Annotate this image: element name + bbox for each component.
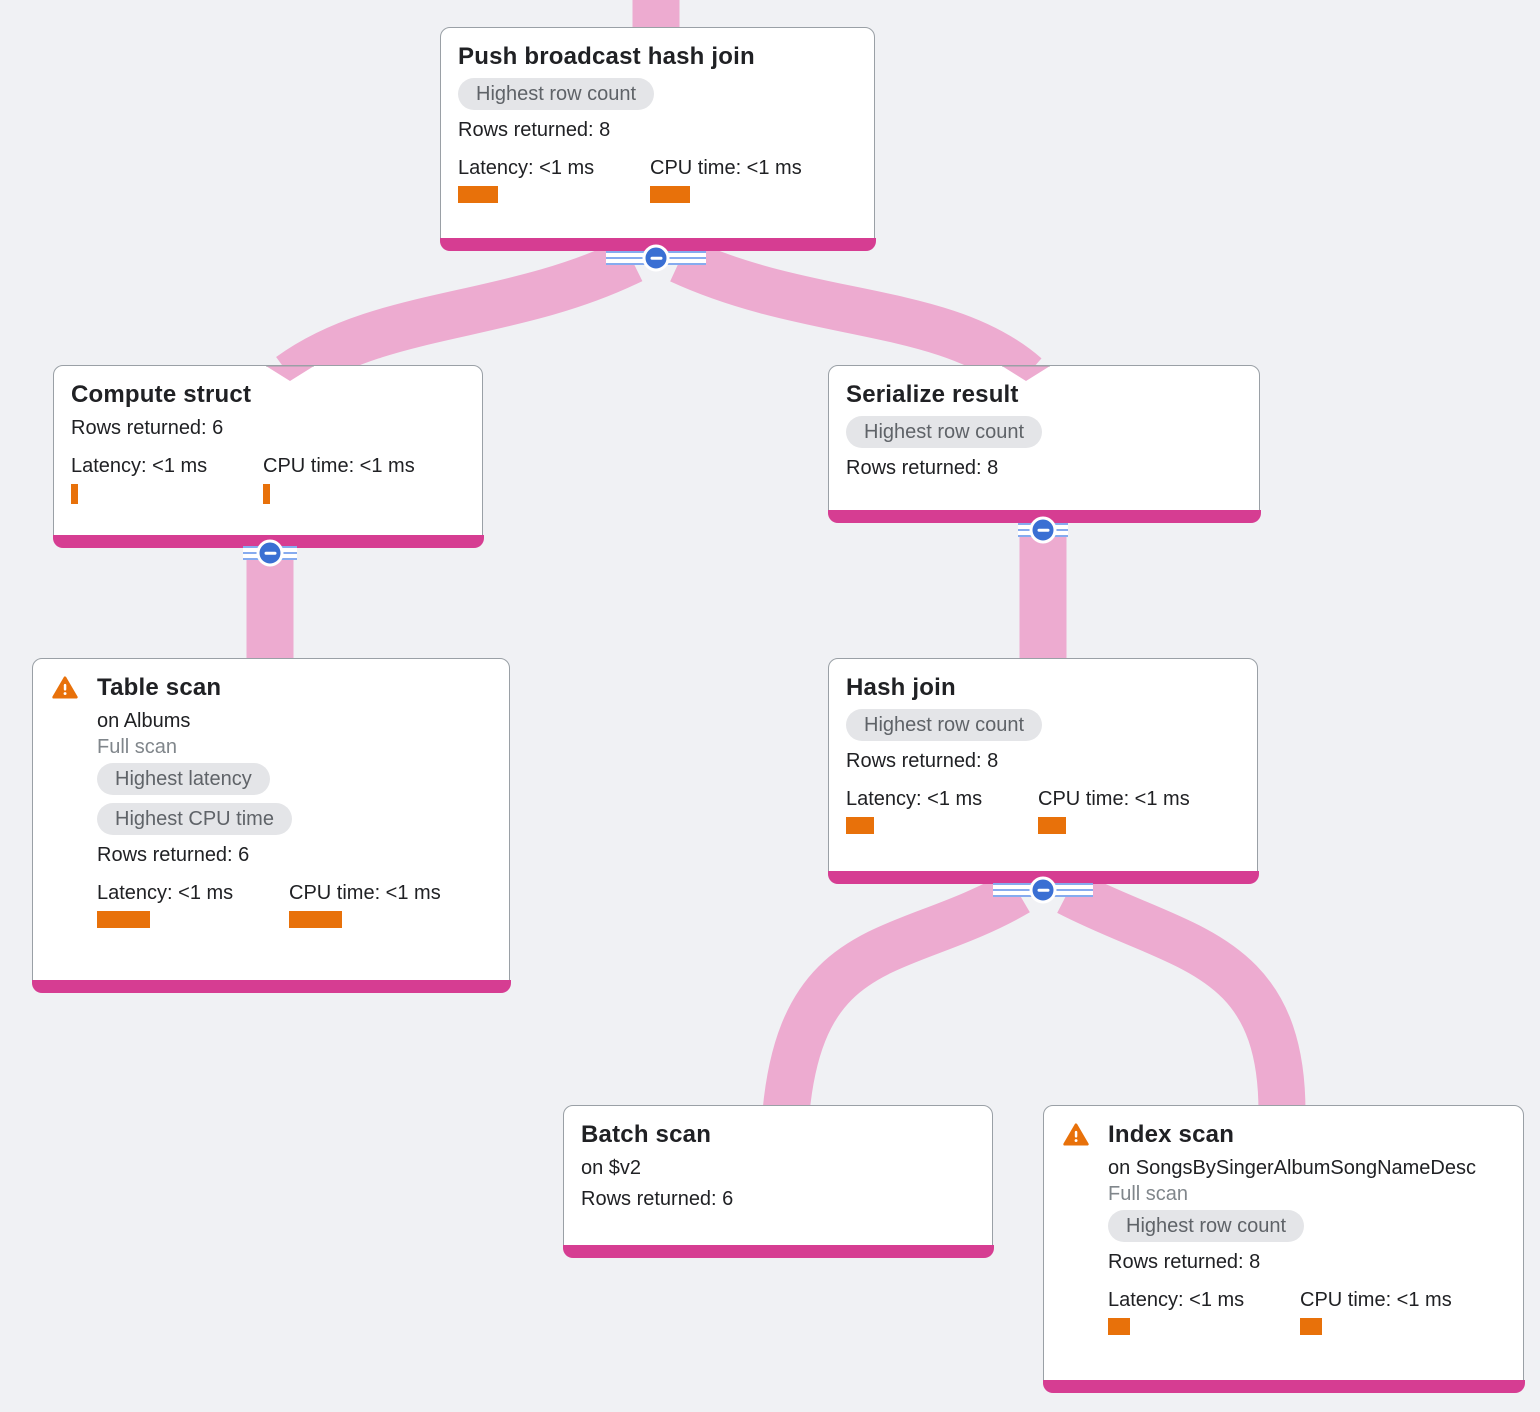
link-hashjoin-to-batchscan — [762, 871, 1030, 1115]
collapse-button-compute-struct[interactable] — [243, 539, 297, 567]
node-title: Table scan — [97, 674, 222, 701]
rows-returned: Rows returned: 8 — [458, 119, 611, 141]
node-index-scan[interactable]: Index scan on SongsBySingerAlbumSongName… — [1042, 1105, 1525, 1393]
node-push-broadcast-hash-join[interactable]: Push broadcast hash join Highest row cou… — [439, 27, 876, 251]
latency-bar — [458, 186, 498, 203]
node-footer-bar — [562, 1244, 994, 1258]
node-footer-bar — [827, 509, 1261, 523]
badge-highest-latency: Highest latency — [97, 763, 270, 795]
warning-icon — [1062, 1122, 1090, 1148]
latency-bar — [1108, 1318, 1130, 1335]
node-target: on Albums — [97, 710, 191, 732]
badge-highest-cpu-time: Highest CPU time — [97, 803, 292, 835]
node-title: Serialize result — [846, 381, 1019, 408]
node-compute-struct[interactable]: Compute struct Rows returned: 6 Latency:… — [52, 365, 484, 548]
collapse-button-push-broadcast-hash-join[interactable] — [606, 244, 706, 272]
node-target: on $v2 — [581, 1157, 642, 1179]
collapse-minus-icon — [1029, 876, 1057, 904]
latency-bar — [71, 484, 78, 504]
node-title: Hash join — [846, 674, 956, 701]
badge-highest-row-count: Highest row count — [458, 78, 655, 110]
rows-returned: Rows returned: 6 — [71, 417, 224, 439]
latency-label: Latency: <1 ms — [458, 157, 595, 179]
latency-label: Latency: <1 ms — [846, 788, 983, 810]
node-footer-bar — [31, 979, 511, 993]
latency-label: Latency: <1 ms — [1108, 1289, 1245, 1311]
cpu-time-bar — [289, 911, 342, 928]
cpu-time-bar — [1300, 1318, 1322, 1335]
node-title: Index scan — [1108, 1121, 1235, 1148]
latency-bar — [846, 817, 874, 834]
link-pushjoin-to-computestruct — [276, 238, 643, 396]
latency-label: Latency: <1 ms — [71, 455, 208, 477]
cpu-time-label: CPU time: <1 ms — [1300, 1289, 1452, 1311]
node-hash-join[interactable]: Hash join Highest row count Rows returne… — [827, 658, 1259, 884]
latency-bar — [97, 911, 150, 928]
cpu-time-bar — [650, 186, 690, 203]
node-batch-scan[interactable]: Batch scan on $v2 Rows returned: 6 — [562, 1105, 994, 1258]
rows-returned: Rows returned: 8 — [846, 750, 999, 772]
node-table-scan[interactable]: Table scan on Albums Full scan Highest l… — [31, 658, 511, 993]
collapse-button-serialize-result[interactable] — [1018, 516, 1068, 544]
cpu-time-label: CPU time: <1 ms — [1038, 788, 1190, 810]
badge-highest-row-count: Highest row count — [846, 416, 1043, 448]
warning-icon — [51, 675, 79, 701]
node-footer-bar — [1042, 1379, 1525, 1393]
cpu-time-label: CPU time: <1 ms — [650, 157, 802, 179]
badge-highest-row-count: Highest row count — [846, 709, 1043, 741]
latency-label: Latency: <1 ms — [97, 882, 234, 904]
link-pushjoin-to-serializeresult — [670, 238, 1042, 395]
rows-returned: Rows returned: 6 — [581, 1188, 734, 1210]
node-serialize-result[interactable]: Serialize result Highest row count Rows … — [827, 365, 1261, 523]
node-target: on SongsBySingerAlbumSongNameDesc — [1108, 1157, 1476, 1179]
badge-highest-row-count: Highest row count — [1108, 1210, 1305, 1242]
rows-returned: Rows returned: 8 — [1108, 1251, 1261, 1273]
node-title: Push broadcast hash join — [458, 43, 755, 70]
node-title: Batch scan — [581, 1121, 712, 1148]
rows-returned: Rows returned: 8 — [846, 457, 999, 479]
scan-type: Full scan — [97, 736, 178, 758]
node-footer-bar — [439, 237, 876, 251]
cpu-time-bar — [1038, 817, 1066, 834]
collapse-button-hash-join[interactable] — [993, 876, 1093, 904]
link-hashjoin-to-indexscan — [1057, 871, 1306, 1113]
collapse-minus-icon — [1029, 516, 1057, 544]
collapse-minus-icon — [256, 539, 284, 567]
scan-type: Full scan — [1108, 1183, 1189, 1205]
collapse-minus-icon — [642, 244, 670, 272]
cpu-time-label: CPU time: <1 ms — [289, 882, 441, 904]
cpu-time-label: CPU time: <1 ms — [263, 455, 415, 477]
node-title: Compute struct — [71, 381, 252, 408]
cpu-time-bar — [263, 484, 270, 504]
rows-returned: Rows returned: 6 — [97, 844, 250, 866]
